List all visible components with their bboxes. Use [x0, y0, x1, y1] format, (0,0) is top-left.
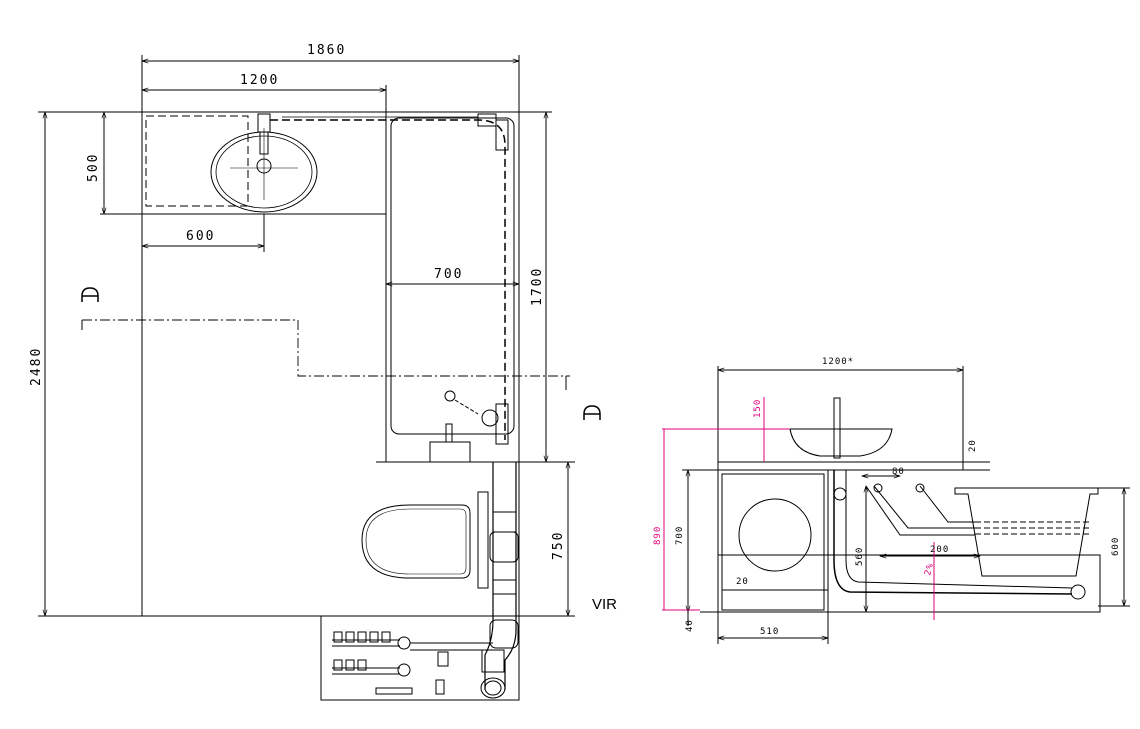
dim-1860: 1860: [307, 43, 346, 58]
floor-plan: [38, 55, 575, 701]
dim-1700: 1700: [530, 267, 545, 306]
dim-560: 560: [855, 547, 865, 566]
dim-slope: 2%: [923, 562, 936, 577]
dim-1200-star: 1200*: [822, 357, 854, 367]
vir-label: VIR: [592, 596, 617, 613]
washer-drum: [738, 498, 812, 572]
toilet-tank: [477, 491, 489, 589]
dim-750: 750: [551, 531, 566, 560]
section-marker-left: A: [0, 0, 99, 302]
elev-basin: [789, 428, 893, 457]
supply-pipe-dashed: [270, 119, 506, 440]
manifold: [332, 631, 493, 695]
section-marker-right: A: [0, 0, 601, 420]
dim-1200: 1200: [240, 73, 279, 88]
elev-faucet: [833, 397, 841, 459]
svg-text:A: A: [0, 0, 1, 1]
dim-890: 890: [653, 526, 663, 545]
dim-40: 40: [685, 619, 695, 632]
dim-600-tub: 600: [1111, 537, 1121, 556]
dim-510: 510: [760, 627, 779, 637]
dim-600: 600: [186, 229, 215, 244]
dim-200: 200: [930, 545, 949, 555]
section-elevation: [682, 366, 1130, 644]
elev-drain-pipe: [833, 470, 1073, 595]
dim-20-top: 20: [968, 439, 978, 452]
room-outline: [141, 111, 520, 701]
vanity-cabinet-dashed: [145, 115, 249, 207]
toilet-bowl: [361, 504, 471, 579]
bathtub-outer: [385, 111, 520, 463]
section-line: [82, 319, 570, 377]
dim-80: 80: [892, 467, 905, 477]
tub-faucet: [429, 441, 471, 463]
dim-2480: 2480: [29, 347, 44, 386]
dim-500: 500: [86, 153, 101, 182]
svg-text:A: A: [0, 0, 1, 1]
dim-700-elev: 700: [675, 526, 685, 545]
elev-magenta-dims: [662, 397, 935, 620]
dim-700: 700: [434, 267, 463, 282]
elev-bathtub: [954, 487, 1099, 577]
dim-150: 150: [753, 399, 763, 418]
drain-stack: [484, 462, 517, 690]
dim-20-base: 20: [736, 577, 749, 587]
elev-counter: [717, 461, 964, 471]
elev-cabinet: [717, 469, 829, 613]
